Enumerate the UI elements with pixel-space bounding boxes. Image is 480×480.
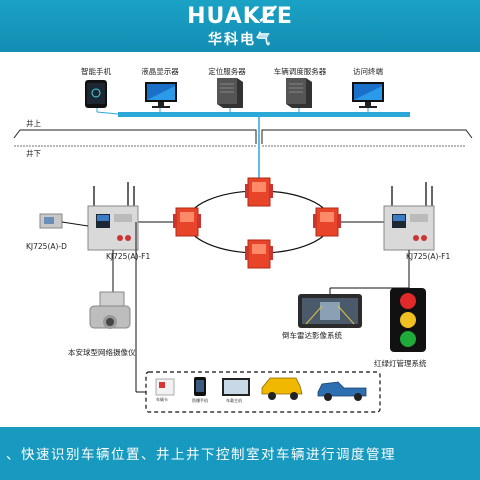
traffic-light-label: 红绿灯管理系统	[374, 359, 427, 368]
left-station-label: KJ725(A)-F1	[106, 252, 151, 261]
ring-node	[245, 177, 273, 207]
camera-label: 本安球型网络摄像仪	[68, 348, 136, 357]
vehicle-item-label: 车载主机	[226, 398, 242, 403]
ring-node	[313, 207, 341, 237]
smartphone-icon	[85, 80, 107, 108]
device-label-access-terminal: 访问终端	[353, 67, 383, 76]
system-diagram	[13, 78, 473, 413]
brand-name-en: HUAKEE	[187, 4, 293, 29]
zone-label-below: 井下	[26, 149, 41, 158]
footer-text: 、快速识别车辆位置、井上井下控制室对车辆进行调度管理	[6, 447, 396, 463]
mining-truck-icon	[261, 377, 303, 400]
vehicle-card-icon	[155, 378, 175, 396]
right-station-label: KJ725(A)-F1	[406, 252, 451, 261]
brand-header: HUAKEE 华科电气	[0, 0, 480, 52]
vehicle-item-label: 防爆手机	[192, 398, 208, 403]
reverse-radar-label: 倒车雷达影像系统	[282, 331, 342, 340]
card-reader-icon	[39, 213, 89, 229]
device-label-dispatch-server: 车辆调度服务器	[273, 67, 327, 76]
dome-camera-icon	[89, 291, 131, 329]
traffic-light-icon	[390, 288, 426, 352]
server-icon	[217, 78, 243, 108]
footer-banner: 、快速识别车辆位置、井上井下控制室对车辆进行调度管理	[0, 427, 480, 480]
server-icon	[286, 78, 312, 108]
device-label-lcd-monitor: 液晶显示器	[141, 67, 179, 76]
vehicle-item-label: 车辆卡	[156, 397, 168, 402]
device-label-position-server: 定位服务器	[208, 67, 246, 76]
explosion-proof-phone-icon	[194, 377, 206, 396]
brand-name-cn: 华科电气	[208, 32, 272, 48]
left-base-station	[87, 182, 139, 251]
monitor-icon	[352, 82, 384, 108]
vehicle-host-icon	[222, 378, 250, 396]
brand-swoosh-icon	[259, 5, 278, 23]
zone-label-above: 井上	[26, 119, 41, 128]
vehicle-equipment-box	[145, 371, 381, 413]
card-reader-label: KJ725(A)-D	[26, 242, 67, 251]
monitor-icon	[145, 82, 177, 108]
reverse-radar-icon	[298, 294, 362, 328]
surface-network-bus	[118, 112, 410, 117]
device-label-smartphone: 智能手机	[81, 67, 111, 76]
ring-node	[245, 239, 273, 269]
pickup-truck-icon	[317, 381, 367, 401]
ring-node	[173, 207, 201, 237]
right-base-station	[383, 182, 435, 251]
ground-line	[13, 117, 473, 178]
